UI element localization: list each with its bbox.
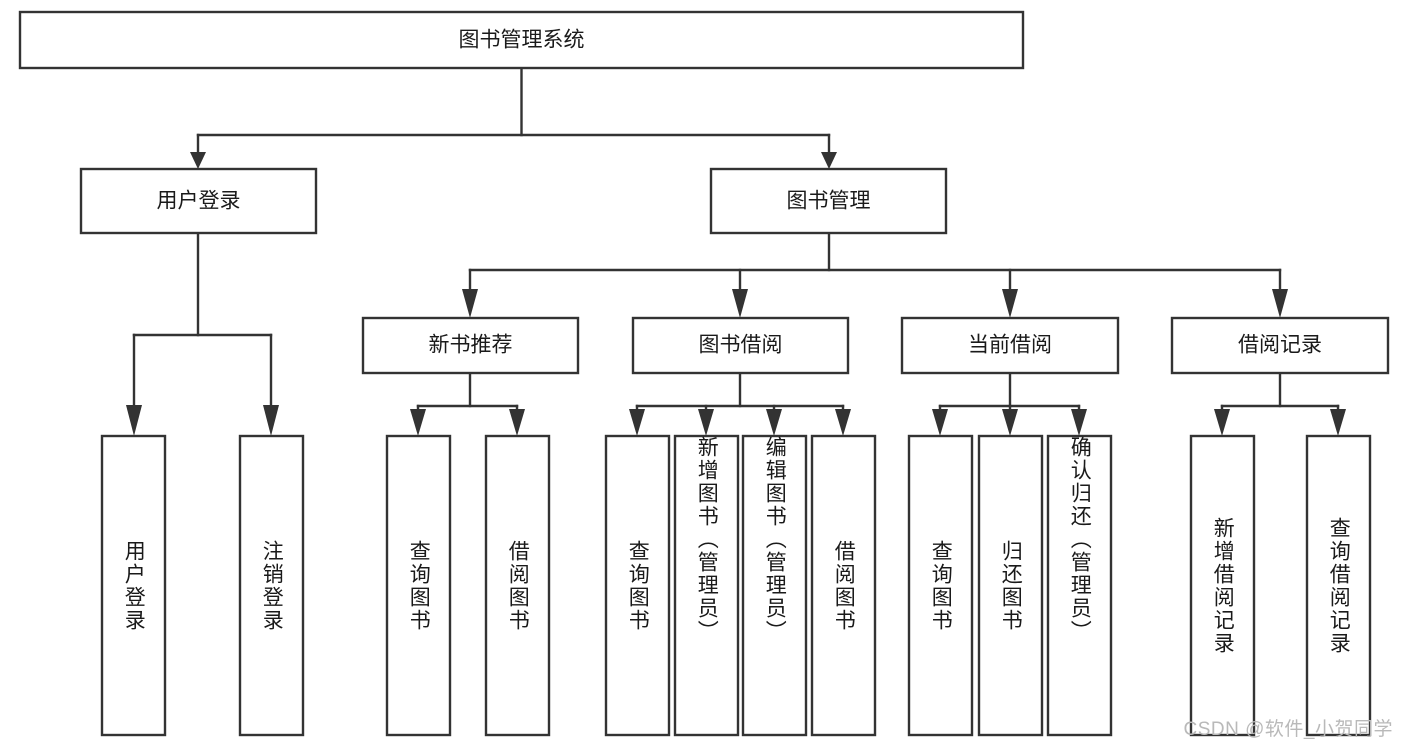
node-borrow-record-label: 借阅记录 bbox=[1238, 334, 1322, 357]
node-user-login-label: 用户登录 bbox=[157, 190, 241, 213]
arrow-bookmgmt-to-record-icon bbox=[1272, 289, 1288, 318]
node-new-book-box[interactable] bbox=[361, 316, 580, 375]
arrow-bookborrow-leaf3-icon bbox=[766, 409, 782, 436]
node-user-login-box[interactable] bbox=[79, 167, 318, 235]
connector-group-new-book bbox=[410, 371, 525, 436]
arrow-newbook-leaf2-icon bbox=[509, 409, 525, 436]
arrow-root-to-book-mgmt-icon bbox=[821, 152, 837, 169]
leaf-book-borrow-2-box[interactable] bbox=[673, 434, 740, 737]
arrow-bookmgmt-to-current-icon bbox=[1002, 289, 1018, 318]
arrow-bookmgmt-to-borrow-icon bbox=[732, 289, 748, 318]
connector-group-current-borrow bbox=[932, 371, 1087, 436]
leaf-book-borrow-1-box[interactable] bbox=[604, 434, 671, 737]
node-new-book-label: 新书推荐 bbox=[429, 334, 513, 357]
arrow-borrowrecord-leaf2-icon bbox=[1330, 409, 1346, 436]
node-borrow-record-box[interactable] bbox=[1170, 316, 1390, 375]
arrow-userlogin-leaf1-icon bbox=[126, 405, 142, 436]
leaf-borrow-record-1-box[interactable] bbox=[1189, 434, 1256, 737]
arrow-userlogin-leaf2-icon bbox=[263, 405, 279, 436]
node-book-borrow-box[interactable] bbox=[631, 316, 850, 375]
connector-group-user-login bbox=[126, 231, 279, 436]
leaf-user-login-1-box[interactable] bbox=[100, 434, 167, 737]
node-current-borrow-label: 当前借阅 bbox=[968, 334, 1052, 357]
node-root-label: 图书管理系统 bbox=[459, 29, 585, 52]
arrow-bookmgmt-to-new-icon bbox=[462, 289, 478, 318]
leaf-user-login-2-box[interactable] bbox=[238, 434, 305, 737]
leaf-borrow-record-2-box[interactable] bbox=[1305, 434, 1372, 737]
arrow-currentborrow-leaf1-icon bbox=[932, 409, 948, 436]
leaf-new-book-1-box[interactable] bbox=[385, 434, 452, 737]
arrow-bookborrow-leaf1-icon bbox=[629, 409, 645, 436]
leaf-new-book-2-box[interactable] bbox=[484, 434, 551, 737]
leaf-current-borrow-3-box[interactable] bbox=[1046, 434, 1113, 737]
arrow-newbook-leaf1-icon bbox=[410, 409, 426, 436]
node-book-mgmt-label: 图书管理 bbox=[787, 190, 871, 213]
connector-group-root bbox=[190, 66, 837, 169]
node-current-borrow-box[interactable] bbox=[900, 316, 1120, 375]
leaf-current-borrow-1-box[interactable] bbox=[907, 434, 974, 737]
leaf-book-borrow-3-box[interactable] bbox=[741, 434, 808, 737]
leaf-current-borrow-2-box[interactable] bbox=[977, 434, 1044, 737]
arrow-currentborrow-leaf2-icon bbox=[1002, 409, 1018, 436]
node-root-box[interactable] bbox=[18, 10, 1025, 70]
arrow-root-to-user-login-icon bbox=[190, 152, 206, 169]
watermark: CSDN @软件_小贺同学 bbox=[1183, 719, 1393, 740]
node-book-mgmt-box[interactable] bbox=[709, 167, 948, 235]
leaf-book-borrow-4-box[interactable] bbox=[810, 434, 877, 737]
arrow-borrowrecord-leaf1-icon bbox=[1214, 409, 1230, 436]
connector-group-book-mgmt bbox=[462, 231, 1288, 318]
node-book-borrow-label: 图书借阅 bbox=[699, 334, 783, 357]
arrow-bookborrow-leaf2-icon bbox=[698, 409, 714, 436]
arrow-bookborrow-leaf4-icon bbox=[835, 409, 851, 436]
arrow-currentborrow-leaf3-icon bbox=[1071, 409, 1087, 436]
connector-group-borrow-record bbox=[1214, 371, 1346, 436]
connector-group-book-borrow bbox=[629, 371, 851, 436]
